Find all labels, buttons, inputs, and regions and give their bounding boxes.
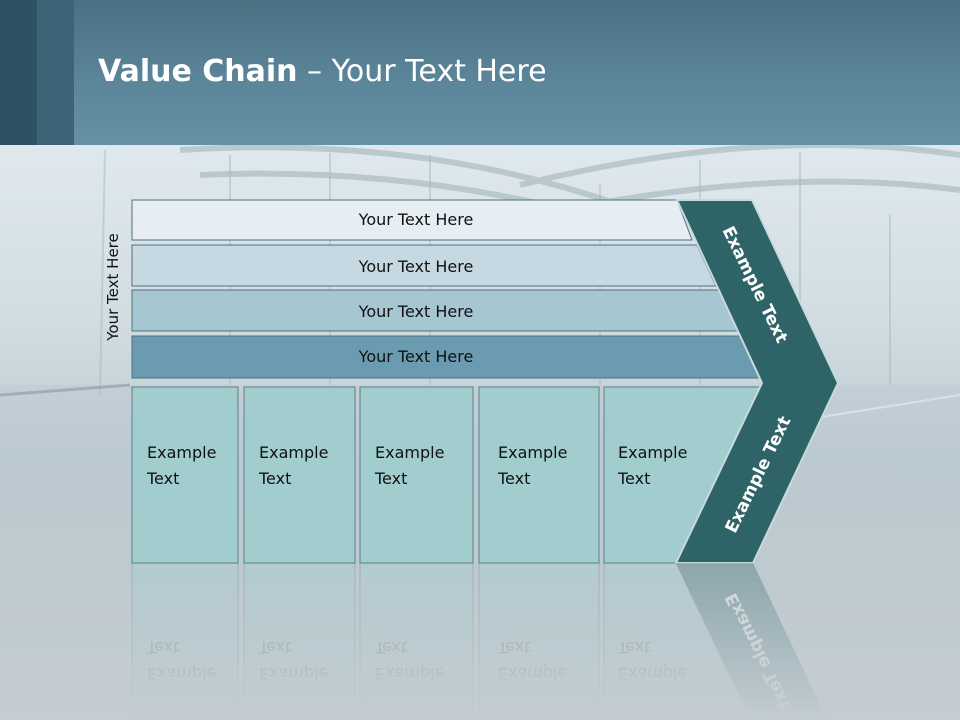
box-4-line1: Example [498,443,567,462]
title-rest: – Your Text Here [297,54,547,89]
svg-text:Example Text: Example Text [617,443,693,488]
svg-text:Example Text: Example Text [374,443,450,488]
svg-text:Example Text: Example Text [258,638,334,683]
box-4-line2: Text [497,469,530,488]
box-2-line1: Example [259,443,328,462]
box-2-line2: Text [258,469,291,488]
reflection-text: Example [259,664,328,683]
svg-text:Example Text: Example Text [374,638,450,683]
box-5-line1: Example [618,443,687,462]
bar-4-label: Your Text Here [358,347,474,366]
reflection-text: Text [258,638,291,657]
diagram-reflection: Example Text Example Text Example Text E… [131,562,828,720]
svg-text:Example Text: Example Text [497,638,573,683]
reflection-text: Example [498,664,567,683]
box-1-line1: Example [147,443,216,462]
reflection-text: Text [617,638,650,657]
page-title: Value Chain – Your Text Here [98,54,547,89]
header-accent-strip [37,0,74,145]
reflection-text: Text [497,638,530,657]
box-3-line2: Text [374,469,407,488]
svg-text:Example Text: Example Text [146,443,222,488]
box-5-line2: Text [617,469,650,488]
bar-1-label: Your Text Here [358,210,474,229]
box-1 [131,386,239,564]
title-bold: Value Chain [98,54,298,89]
svg-text:Example Text: Example Text [617,638,693,683]
reflection-text: Example [147,664,216,683]
box-2 [243,386,356,564]
bar-2-label: Your Text Here [358,257,474,276]
reflection-text: Example [618,664,687,683]
svg-text:Example Text: Example Text [146,638,222,683]
boxes-group: Example Text Example Text Example Text E… [131,386,761,564]
header-band: Value Chain – Your Text Here [0,0,960,145]
bars-group: Your Text Here Your Text Here Your Text … [131,199,764,379]
bar-1 [131,199,693,241]
reflection-text: Text [374,638,407,657]
header-accent-strip [0,0,37,145]
svg-text:Example Text: Example Text [258,443,334,488]
box-1-line2: Text [146,469,179,488]
bar-3-label: Your Text Here [358,302,474,321]
reflection-text: Text [146,638,179,657]
box-3 [359,386,474,564]
box-4 [478,386,600,564]
svg-text:Example Text: Example Text [497,443,573,488]
box-3-line1: Example [375,443,444,462]
reflection-text: Example [375,664,444,683]
